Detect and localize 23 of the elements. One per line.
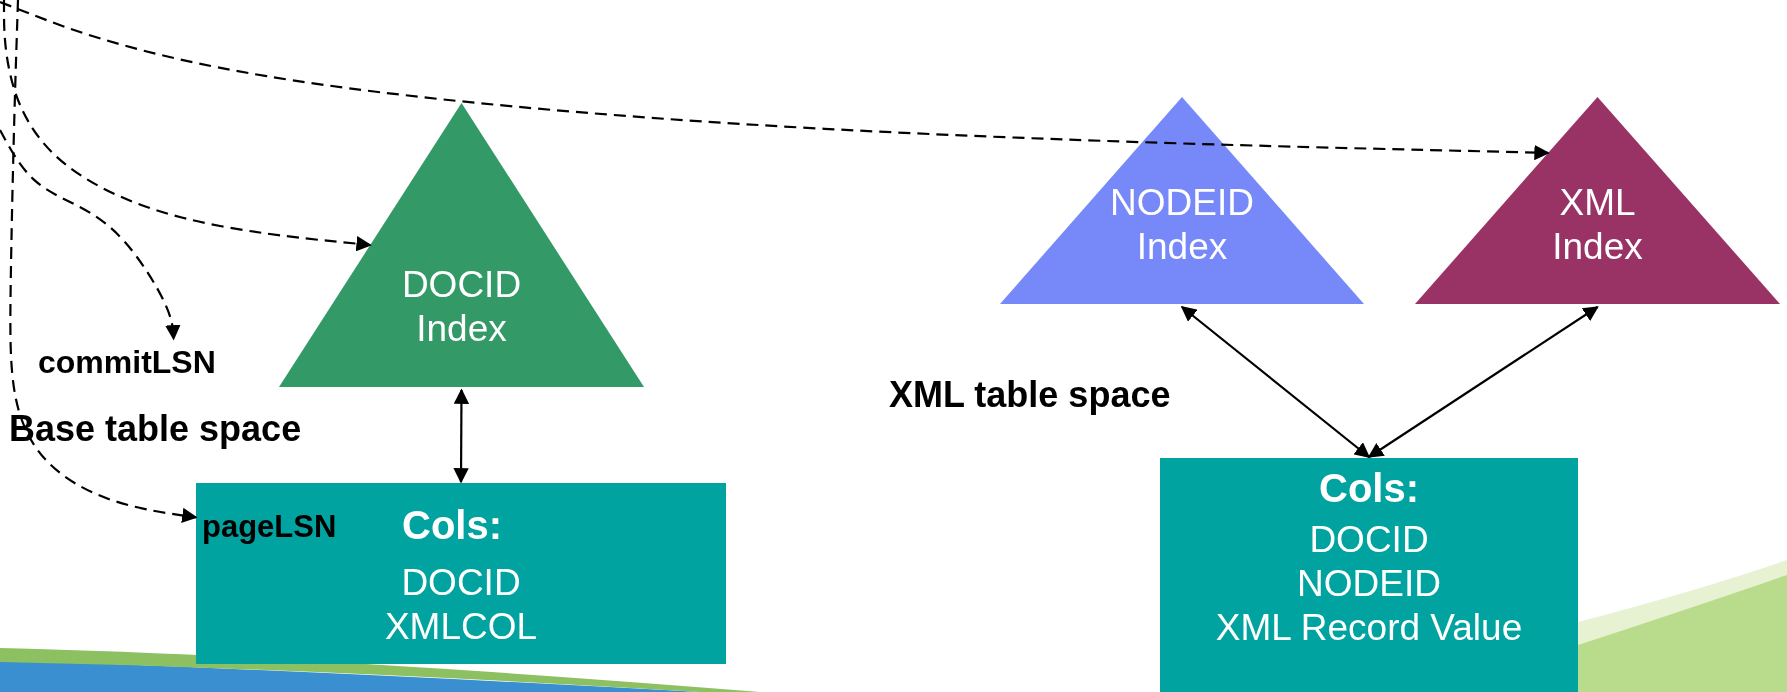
table-box bbox=[196, 483, 726, 664]
arrow bbox=[1367, 306, 1599, 458]
dashed-arrow bbox=[0, 129, 181, 341]
column-name: DOCID bbox=[1308, 518, 1430, 562]
index-name: NODEID Index bbox=[1109, 181, 1255, 269]
dashed-arrow bbox=[2, 0, 372, 252]
lsn-label: pageLSN bbox=[202, 508, 337, 546]
lsn-label: commitLSN bbox=[38, 343, 217, 382]
dashed-arrow bbox=[0, 0, 1550, 161]
table-box bbox=[1160, 458, 1578, 692]
heading: Cols: bbox=[1318, 466, 1420, 510]
dashed-arrow bbox=[9, 0, 198, 524]
table-space-label: Base table space bbox=[9, 408, 302, 450]
index-name: DOCID Index bbox=[400, 263, 523, 351]
column-name: XMLCOL bbox=[383, 605, 539, 649]
heading: Cols: bbox=[402, 503, 502, 547]
table-space-label: XML table space bbox=[889, 374, 1171, 416]
column-name: DOCID bbox=[400, 561, 522, 605]
column-name: XML Record Value bbox=[1214, 606, 1524, 650]
index-name: XML Index bbox=[1551, 181, 1644, 269]
arrow bbox=[1180, 306, 1371, 458]
column-name: NODEID bbox=[1296, 562, 1442, 606]
arrow bbox=[453, 388, 470, 484]
